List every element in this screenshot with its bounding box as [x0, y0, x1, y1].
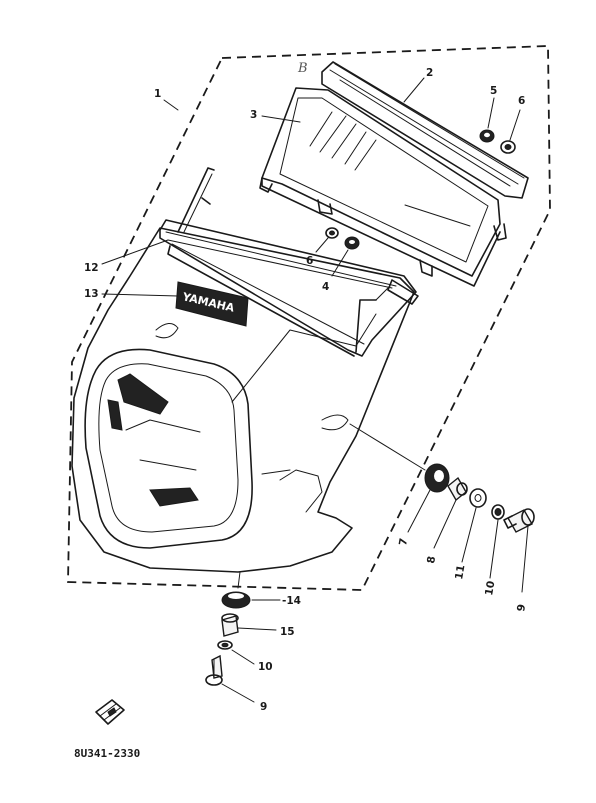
grommet-7	[424, 463, 450, 493]
nut-4	[344, 236, 360, 250]
assembly-boundary	[67, 45, 551, 591]
callout-5: 5	[490, 85, 497, 97]
cable	[177, 167, 215, 233]
callout-12: 12	[84, 262, 99, 274]
callout-4: 4	[322, 281, 329, 293]
reference-code: 8U341-2330	[74, 747, 140, 760]
screw-5	[479, 129, 495, 143]
callout-13: 13	[84, 288, 99, 300]
washer-6-top	[500, 140, 516, 154]
side-bracket	[375, 279, 419, 305]
callout-7: 7	[397, 537, 410, 546]
callout-6-middle: 6	[306, 255, 313, 267]
washer-11	[469, 488, 487, 508]
side-fastener-axis	[349, 423, 426, 471]
leader-lines	[101, 77, 529, 703]
callout-9-side: 9	[515, 603, 528, 612]
bolt-9-side	[503, 508, 535, 533]
bolt-9-bottom	[205, 654, 223, 686]
callout-9-bottom: 9	[260, 701, 267, 713]
callout-6-top: 6	[518, 95, 525, 107]
callout-1: 1	[154, 88, 161, 100]
callout-3: 3	[250, 109, 257, 121]
cowling-trim-rail	[159, 219, 417, 357]
tool-sketch	[95, 699, 125, 725]
headlight-opening	[84, 348, 253, 549]
top-trim-strip	[321, 61, 529, 199]
callout-14: -14	[282, 595, 301, 607]
bottom-fastener-axis	[237, 571, 241, 589]
meter-panel	[259, 87, 507, 287]
collar-8	[447, 476, 468, 502]
washer-6-middle	[325, 227, 339, 239]
callout-10-side: 10	[483, 580, 497, 596]
callout-10-bottom: 10	[258, 661, 273, 673]
corner-mark: B	[297, 61, 308, 76]
washer-10-bottom	[217, 640, 233, 650]
callout-8: 8	[425, 555, 438, 564]
callout-15: 15	[280, 626, 295, 638]
main-cowling	[71, 227, 415, 573]
grommet-14	[221, 591, 251, 609]
collar-15	[221, 613, 239, 637]
yamaha-emblem: YAMAHA	[175, 281, 249, 327]
washer-10-side	[491, 504, 505, 520]
callout-11: 11	[453, 564, 467, 580]
callout-2: 2	[426, 67, 433, 79]
